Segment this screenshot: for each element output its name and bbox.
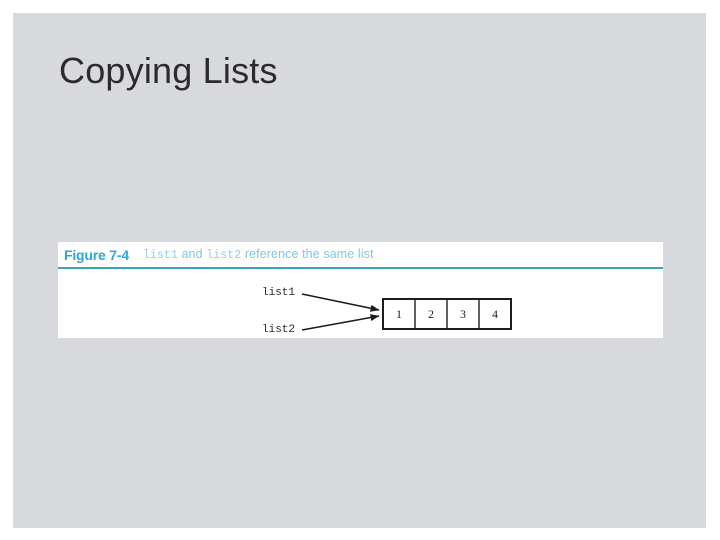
- figure-label: Figure 7-4: [64, 246, 129, 263]
- list-cell-0: 1: [396, 307, 402, 321]
- list-cell-2: 3: [460, 307, 466, 321]
- figure-caption: Figure 7-4 list1 and list2 reference the…: [58, 242, 663, 267]
- figure-diagram: list1 list2 1 2 3 4: [58, 269, 663, 338]
- caption-var-list1: list1: [142, 249, 178, 262]
- pointer-label-list2: list2: [262, 324, 295, 336]
- list-cell-1: 2: [428, 307, 434, 321]
- list-box: 1 2 3 4: [382, 298, 512, 330]
- page-title: Copying Lists: [59, 50, 278, 91]
- pointer-label-list1: list1: [262, 287, 295, 299]
- caption-tail: reference the same list: [241, 247, 374, 261]
- caption-divider: [58, 267, 663, 269]
- arrow-list1-to-list: [301, 293, 380, 312]
- list-cell-3: 4: [492, 307, 498, 321]
- caption-conjunction: and: [177, 247, 207, 261]
- slide-surface: Copying Lists Figure 7-4 list1 and list2…: [13, 13, 706, 528]
- figure-caption-text: list1 and list2 reference the same list: [143, 247, 374, 262]
- caption-var-list2: list2: [206, 249, 242, 262]
- figure-panel: Figure 7-4 list1 and list2 reference the…: [58, 242, 663, 338]
- arrow-list2-to-list: [301, 314, 380, 331]
